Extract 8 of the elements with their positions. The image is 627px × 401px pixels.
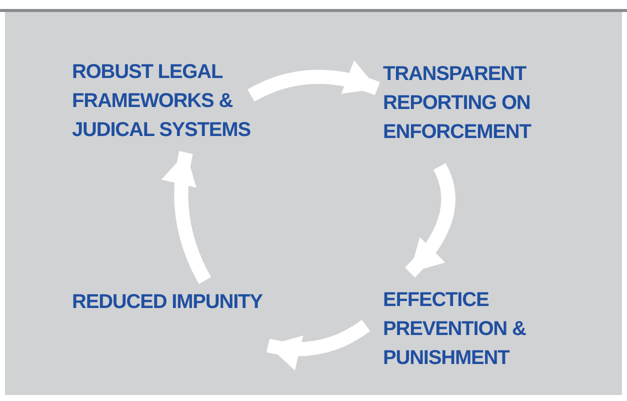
curved-arrow [248, 60, 380, 102]
cycle-step-text: TRANSPARENT REPORTING ON ENFORCEMENT [383, 60, 548, 147]
cycle-step-text: ROBUST LEGAL FRAMEWORKS & JUDICAL SYSTEMS [72, 58, 262, 145]
curved-arrow [404, 163, 456, 278]
curved-arrow [162, 151, 212, 284]
cycle-step-text: REDUCED IMPUNITY [72, 288, 302, 317]
curved-arrow [266, 320, 370, 370]
cycle-step-text: EFFECTICE PREVENTION & PUNISHMENT [383, 286, 533, 373]
